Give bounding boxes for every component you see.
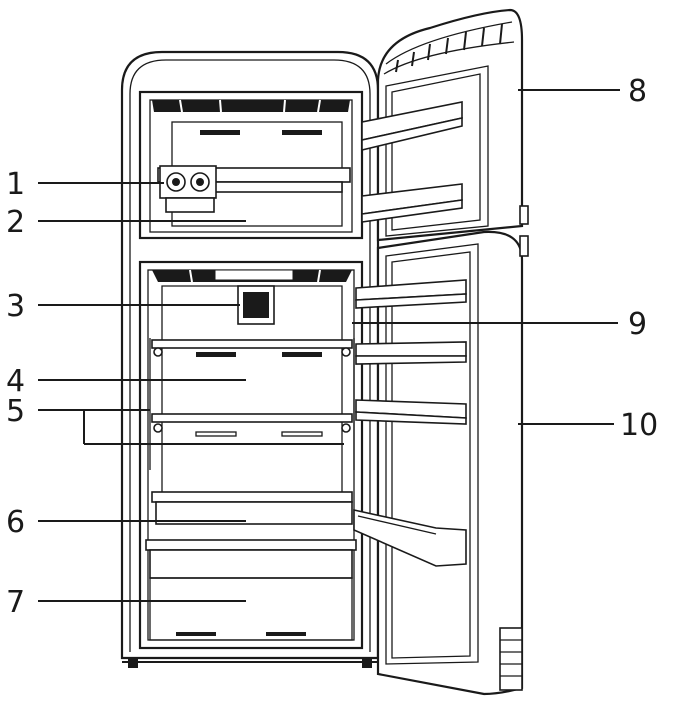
fridge-door-shelf-1 — [355, 279, 467, 309]
freezer-control-knobs — [159, 165, 217, 213]
callout-labels: 1 2 3 4 5 6 7 8 9 10 — [6, 74, 658, 620]
glass-shelf-upper — [151, 339, 353, 357]
callout-9: 9 — [628, 307, 647, 342]
fridge-door-shelf-2 — [355, 341, 467, 365]
callout-10: 10 — [620, 408, 658, 443]
fridge-door-shelf-3 — [355, 399, 467, 425]
fridge-door — [353, 230, 529, 696]
callout-8: 8 — [628, 74, 647, 109]
callout-7: 7 — [6, 585, 25, 620]
freezer-top-vents — [152, 99, 350, 113]
crisper-drawer — [145, 539, 357, 641]
fridge-top-vents — [152, 269, 352, 283]
freezer-door — [361, 8, 529, 242]
callout-lines — [38, 89, 620, 602]
freezer-door-shelf-upper — [361, 101, 463, 152]
light-unit — [237, 285, 275, 325]
fridge-door-bottle-shelf — [353, 509, 467, 567]
callout-1: 1 — [6, 167, 25, 202]
freezer-door-grille — [383, 21, 515, 75]
fridge-cabinet — [120, 50, 380, 668]
callout-6: 6 — [6, 505, 25, 540]
crisper-cover — [151, 491, 353, 525]
callout-4: 4 — [6, 364, 25, 399]
freezer-door-shelf-lower — [361, 183, 463, 223]
fridge-door-bottom-grille — [499, 627, 523, 691]
callout-3: 3 — [6, 289, 25, 324]
callout-2: 2 — [6, 205, 25, 240]
glass-shelf-lower — [151, 413, 353, 433]
callout-5: 5 — [6, 394, 25, 429]
